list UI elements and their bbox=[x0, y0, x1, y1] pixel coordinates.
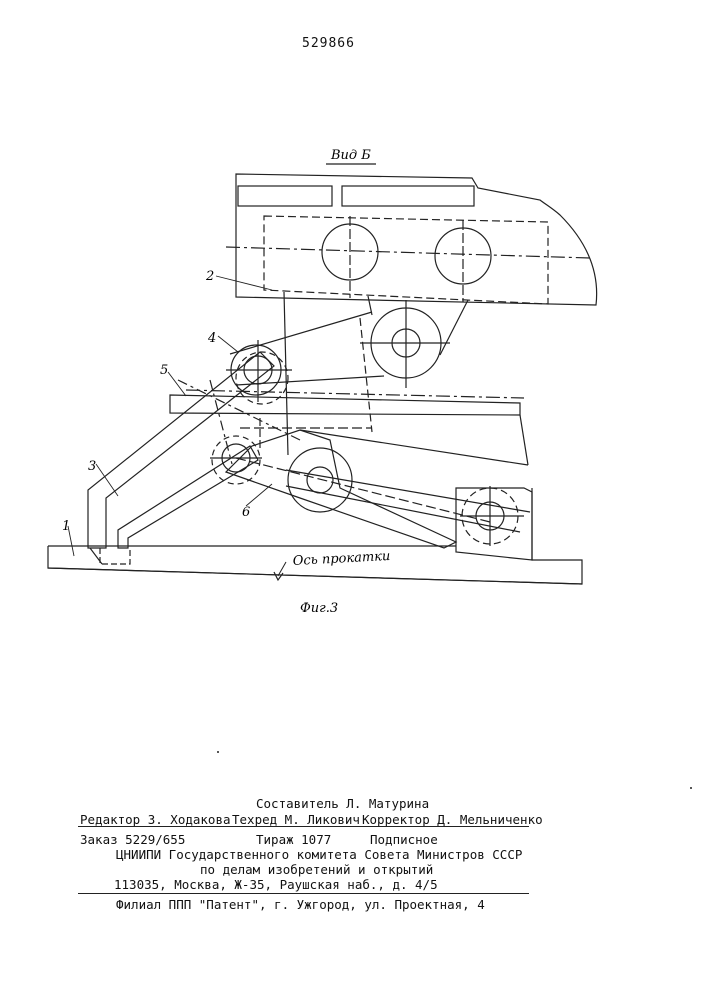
view-label: Вид Б bbox=[330, 148, 371, 163]
subscription-line: Подписное bbox=[370, 832, 438, 847]
callout-1: 1 bbox=[62, 519, 70, 534]
housing-inner-dashed bbox=[264, 216, 548, 304]
techred-line: Техред М. Ликович bbox=[232, 812, 360, 827]
corrector-line: Корректор Д. Мельниченко bbox=[362, 812, 543, 827]
editor-line: Редактор З. Ходакова bbox=[80, 812, 231, 827]
technical-drawing: Вид Б 2 4 5 3 1 6 Ось прокатки Фиг.3 bbox=[0, 0, 707, 640]
compiler-line: Составитель Л. Матурина bbox=[256, 796, 429, 811]
right-block bbox=[456, 488, 532, 560]
divider bbox=[78, 893, 529, 894]
callout-2: 2 bbox=[205, 269, 214, 284]
callout-4: 4 bbox=[207, 331, 216, 346]
branch-line: Филиал ППП "Патент", г. Ужгород, ул. Про… bbox=[116, 897, 485, 912]
axis-label: Ось прокатки bbox=[292, 549, 390, 569]
figure-caption: Фиг.3 bbox=[300, 601, 338, 616]
upper-housing bbox=[236, 174, 597, 305]
callout-5: 5 bbox=[160, 363, 168, 378]
housing-slot-right bbox=[342, 186, 474, 206]
divider bbox=[78, 826, 529, 827]
housing-slot-left bbox=[238, 186, 332, 206]
callout-6: 6 bbox=[242, 505, 250, 520]
stray-dot bbox=[690, 787, 692, 789]
circulation-line: Тираж 1077 bbox=[256, 832, 331, 847]
order-line: Заказ 5229/655 bbox=[80, 832, 185, 847]
callout-3: 3 bbox=[88, 459, 96, 474]
address-line: 113035, Москва, Ж-35, Раушская наб., д. … bbox=[114, 877, 438, 892]
org-line-1: ЦНИИПИ Государственного комитета Совета … bbox=[116, 847, 522, 862]
org-line-2: по делам изобретений и открытий bbox=[200, 862, 433, 877]
stray-dot bbox=[217, 751, 219, 753]
lower-link-pin-outer bbox=[212, 436, 260, 484]
rail-5 bbox=[170, 395, 520, 415]
base-plate bbox=[48, 488, 582, 584]
